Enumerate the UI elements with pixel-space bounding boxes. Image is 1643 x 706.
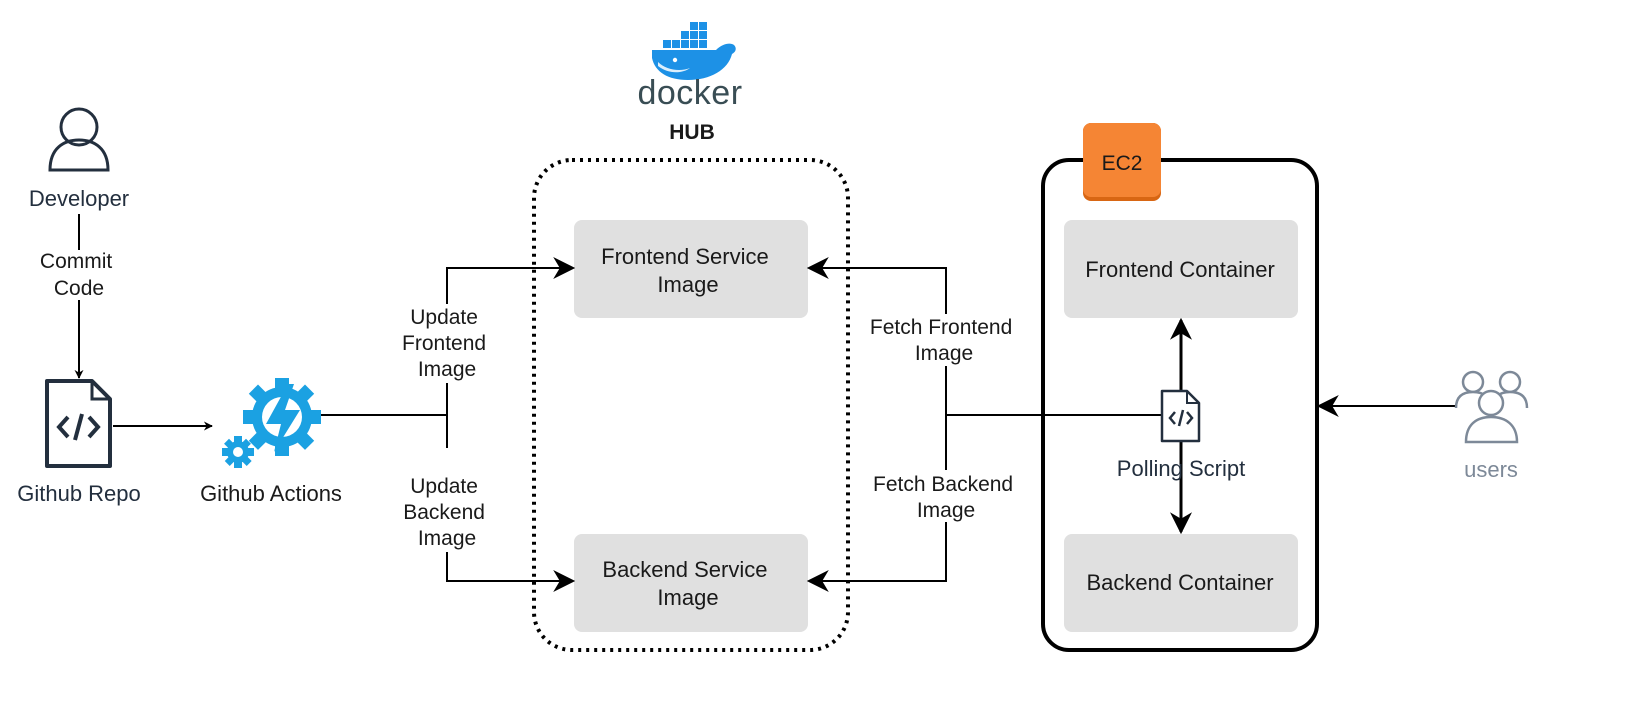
backend-service-image-label: Backend Service Image bbox=[602, 557, 773, 610]
ec2-badge-face bbox=[1083, 123, 1161, 197]
edge-fetch-frontend bbox=[806, 257, 947, 314]
code-file-icon bbox=[45, 379, 112, 468]
developer-label: Developer bbox=[29, 186, 129, 211]
edge-update-backend bbox=[446, 552, 576, 592]
polling-script-label: Polling Script bbox=[1117, 456, 1245, 481]
frontend-service-image-label: Frontend Service Image bbox=[601, 244, 775, 297]
developer-icon bbox=[48, 107, 110, 172]
docker-whale-icon bbox=[652, 22, 736, 80]
fetch-backend-label: Fetch Backend Image bbox=[873, 473, 1019, 522]
edge-update-frontend bbox=[446, 257, 576, 304]
script-file-icon bbox=[1160, 389, 1201, 443]
frontend-container-label: Frontend Container bbox=[1085, 257, 1275, 282]
users-label: users bbox=[1464, 457, 1518, 482]
backend-container-label: Backend Container bbox=[1086, 570, 1273, 595]
ec2-label: EC2 bbox=[1102, 152, 1143, 175]
github-actions-gear-icon bbox=[222, 378, 321, 468]
docker-hub-boundary bbox=[532, 158, 850, 652]
docker-wordmark: docker bbox=[637, 74, 742, 112]
commit-code-label: Commit Code bbox=[40, 250, 118, 300]
users-icon bbox=[1454, 370, 1529, 444]
frontend-container-box bbox=[1064, 220, 1298, 318]
hub-label: HUB bbox=[669, 121, 715, 144]
github-actions-label: Github Actions bbox=[200, 481, 342, 506]
update-backend-label: Update Backend Image bbox=[403, 475, 491, 550]
fetch-frontend-label: Fetch Frontend Image bbox=[870, 316, 1018, 365]
backend-container-box bbox=[1064, 534, 1298, 632]
github-repo-label: Github Repo bbox=[17, 481, 141, 506]
update-frontend-label: Update Frontend Image bbox=[402, 306, 492, 381]
edge-fetch-backend bbox=[806, 522, 947, 592]
backend-service-image-box bbox=[574, 534, 808, 632]
frontend-service-image-box bbox=[574, 220, 808, 318]
